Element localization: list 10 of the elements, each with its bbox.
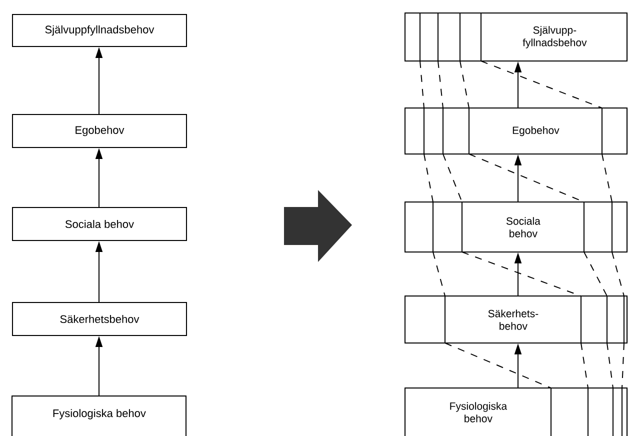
need-box: Sociala behov — [12, 207, 187, 241]
need-box: Fysiologiska behov — [12, 396, 186, 436]
need-cell: Säkerhets- behov — [488, 310, 538, 330]
need-box: Egobehov — [12, 114, 187, 148]
need-cell: Fysiologiska behov — [450, 402, 508, 422]
need-box: Självuppfyllnadsbehov — [12, 14, 187, 47]
need-box: Säkerhetsbehov — [12, 302, 187, 336]
need-cell: Egobehov — [512, 126, 560, 136]
need-cell: Självupp- fyllnadsbehov — [522, 26, 587, 48]
need-cell: Sociala behov — [506, 217, 540, 238]
